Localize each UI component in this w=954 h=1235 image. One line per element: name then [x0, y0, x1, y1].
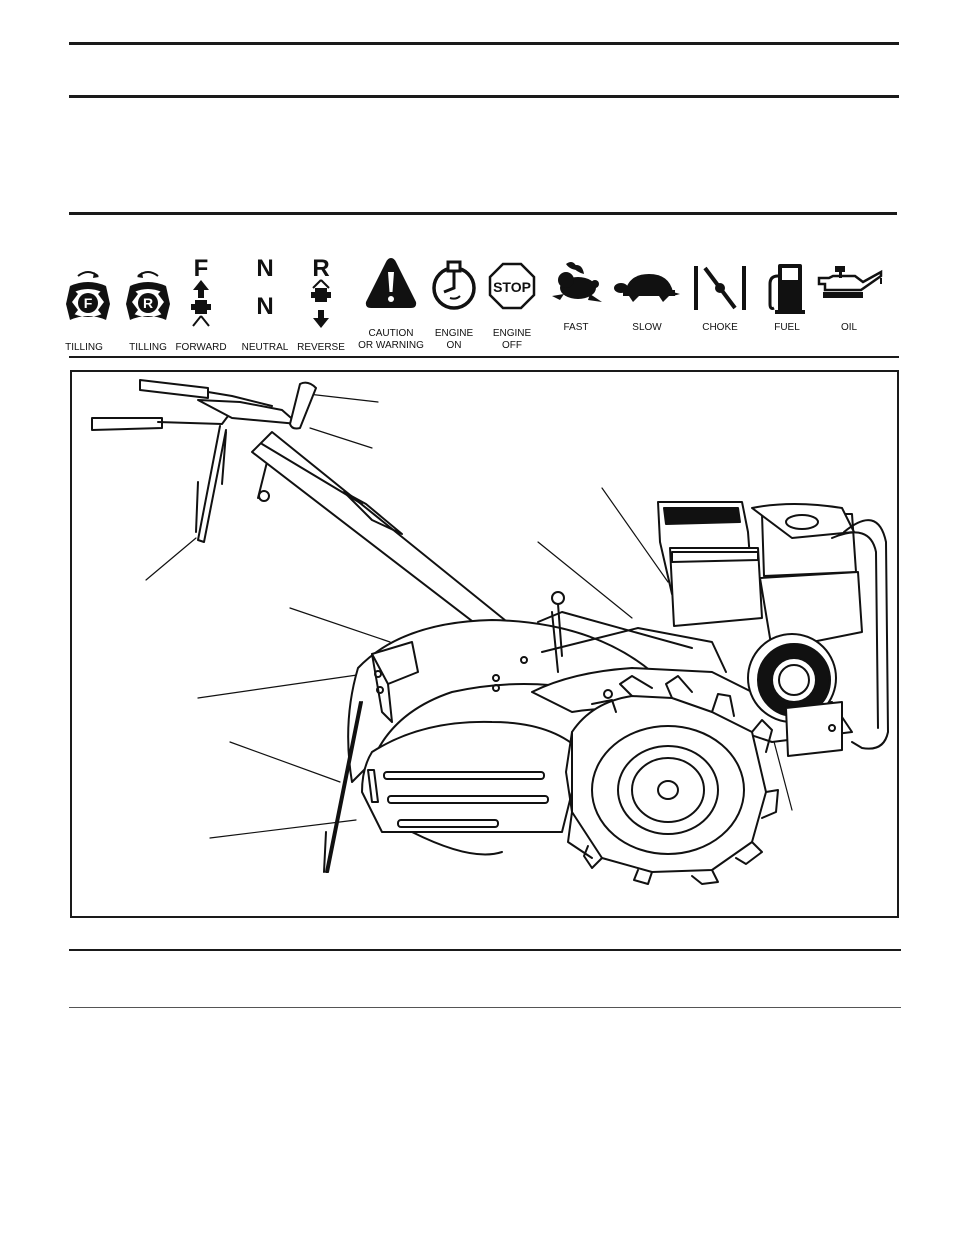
warning-triangle-icon [365, 258, 417, 308]
symbol-caution: CAUTION OR WARNING [356, 256, 426, 356]
symbol-choke: CHOKE [690, 264, 750, 350]
safety-symbols-row: F TILLING R TILLING F FORWARD [0, 250, 954, 360]
symbol-label: TILLING [65, 342, 103, 353]
svg-text:R: R [143, 295, 153, 311]
symbol-cutoff-fragment [897, 312, 905, 324]
symbol-label-line2: OR WARNING [358, 340, 424, 351]
symbol-label: REVERSE [297, 342, 345, 353]
reverse-arrow-icon: R [311, 255, 331, 328]
symbol-reverse: R REVERSE [296, 254, 346, 358]
symbol-label: FORWARD [175, 342, 227, 353]
symbol-label: SLOW [632, 322, 662, 333]
section-rule-2 [69, 212, 897, 215]
section-rule-4 [69, 949, 901, 951]
symbol-label-line2: ON [446, 340, 462, 351]
symbol-engine-off: STOP ENGINE OFF [486, 262, 538, 358]
symbol-label: TILLING [129, 342, 167, 353]
section-rule-5 [69, 1007, 901, 1008]
svg-text:F: F [84, 295, 93, 311]
top-rule [69, 42, 899, 45]
symbol-neutral: N N NEUTRAL [240, 254, 290, 358]
symbol-tilling-reverse: R TILLING [122, 268, 174, 358]
tilling-reverse-icon: R [126, 271, 170, 320]
forward-arrow-icon: F [191, 255, 211, 327]
symbol-label-line1: CAUTION [368, 328, 414, 339]
symbol-oil: OIL [814, 264, 884, 350]
symbol-label: FUEL [774, 322, 800, 333]
symbol-label-line1: ENGINE [492, 328, 532, 339]
stop-text: STOP [493, 279, 531, 295]
symbol-label: NEUTRAL [241, 342, 289, 353]
symbol-fast: FAST [546, 260, 606, 350]
symbol-label-line2: OFF [502, 340, 522, 351]
neutral-letter: N [256, 255, 273, 282]
symbol-label: FAST [563, 322, 589, 333]
tilling-forward-icon: F [66, 271, 110, 320]
symbol-engine-on: ENGINE ON [428, 258, 480, 358]
neutral-letter-2: N [256, 293, 273, 320]
symbol-label-line1: ENGINE [434, 328, 474, 339]
tiller-figure-frame [70, 370, 899, 918]
symbol-forward: F FORWARD [175, 254, 227, 358]
rear-tine-tiller-illustration [91, 379, 889, 885]
forward-letter: F [194, 255, 209, 282]
engine-on-icon [432, 260, 476, 310]
section-rule-1 [69, 95, 899, 98]
symbol-tilling-forward: F TILLING [62, 268, 114, 358]
symbol-label: OIL [840, 322, 858, 333]
choke-icon [694, 266, 746, 310]
oil-can-icon [817, 266, 883, 298]
reverse-letter: R [312, 255, 329, 282]
neutral-icon: N N [256, 255, 273, 320]
fuel-pump-icon [768, 264, 805, 314]
stop-sign-icon: STOP [488, 262, 536, 310]
symbol-slow: SLOW [610, 270, 684, 350]
symbol-label: CHOKE [702, 322, 738, 333]
rabbit-icon [552, 262, 602, 302]
turtle-icon [614, 274, 680, 302]
callout-lines [145, 393, 793, 839]
symbol-fuel: FUEL [760, 262, 814, 350]
section-rule-3 [69, 356, 899, 358]
